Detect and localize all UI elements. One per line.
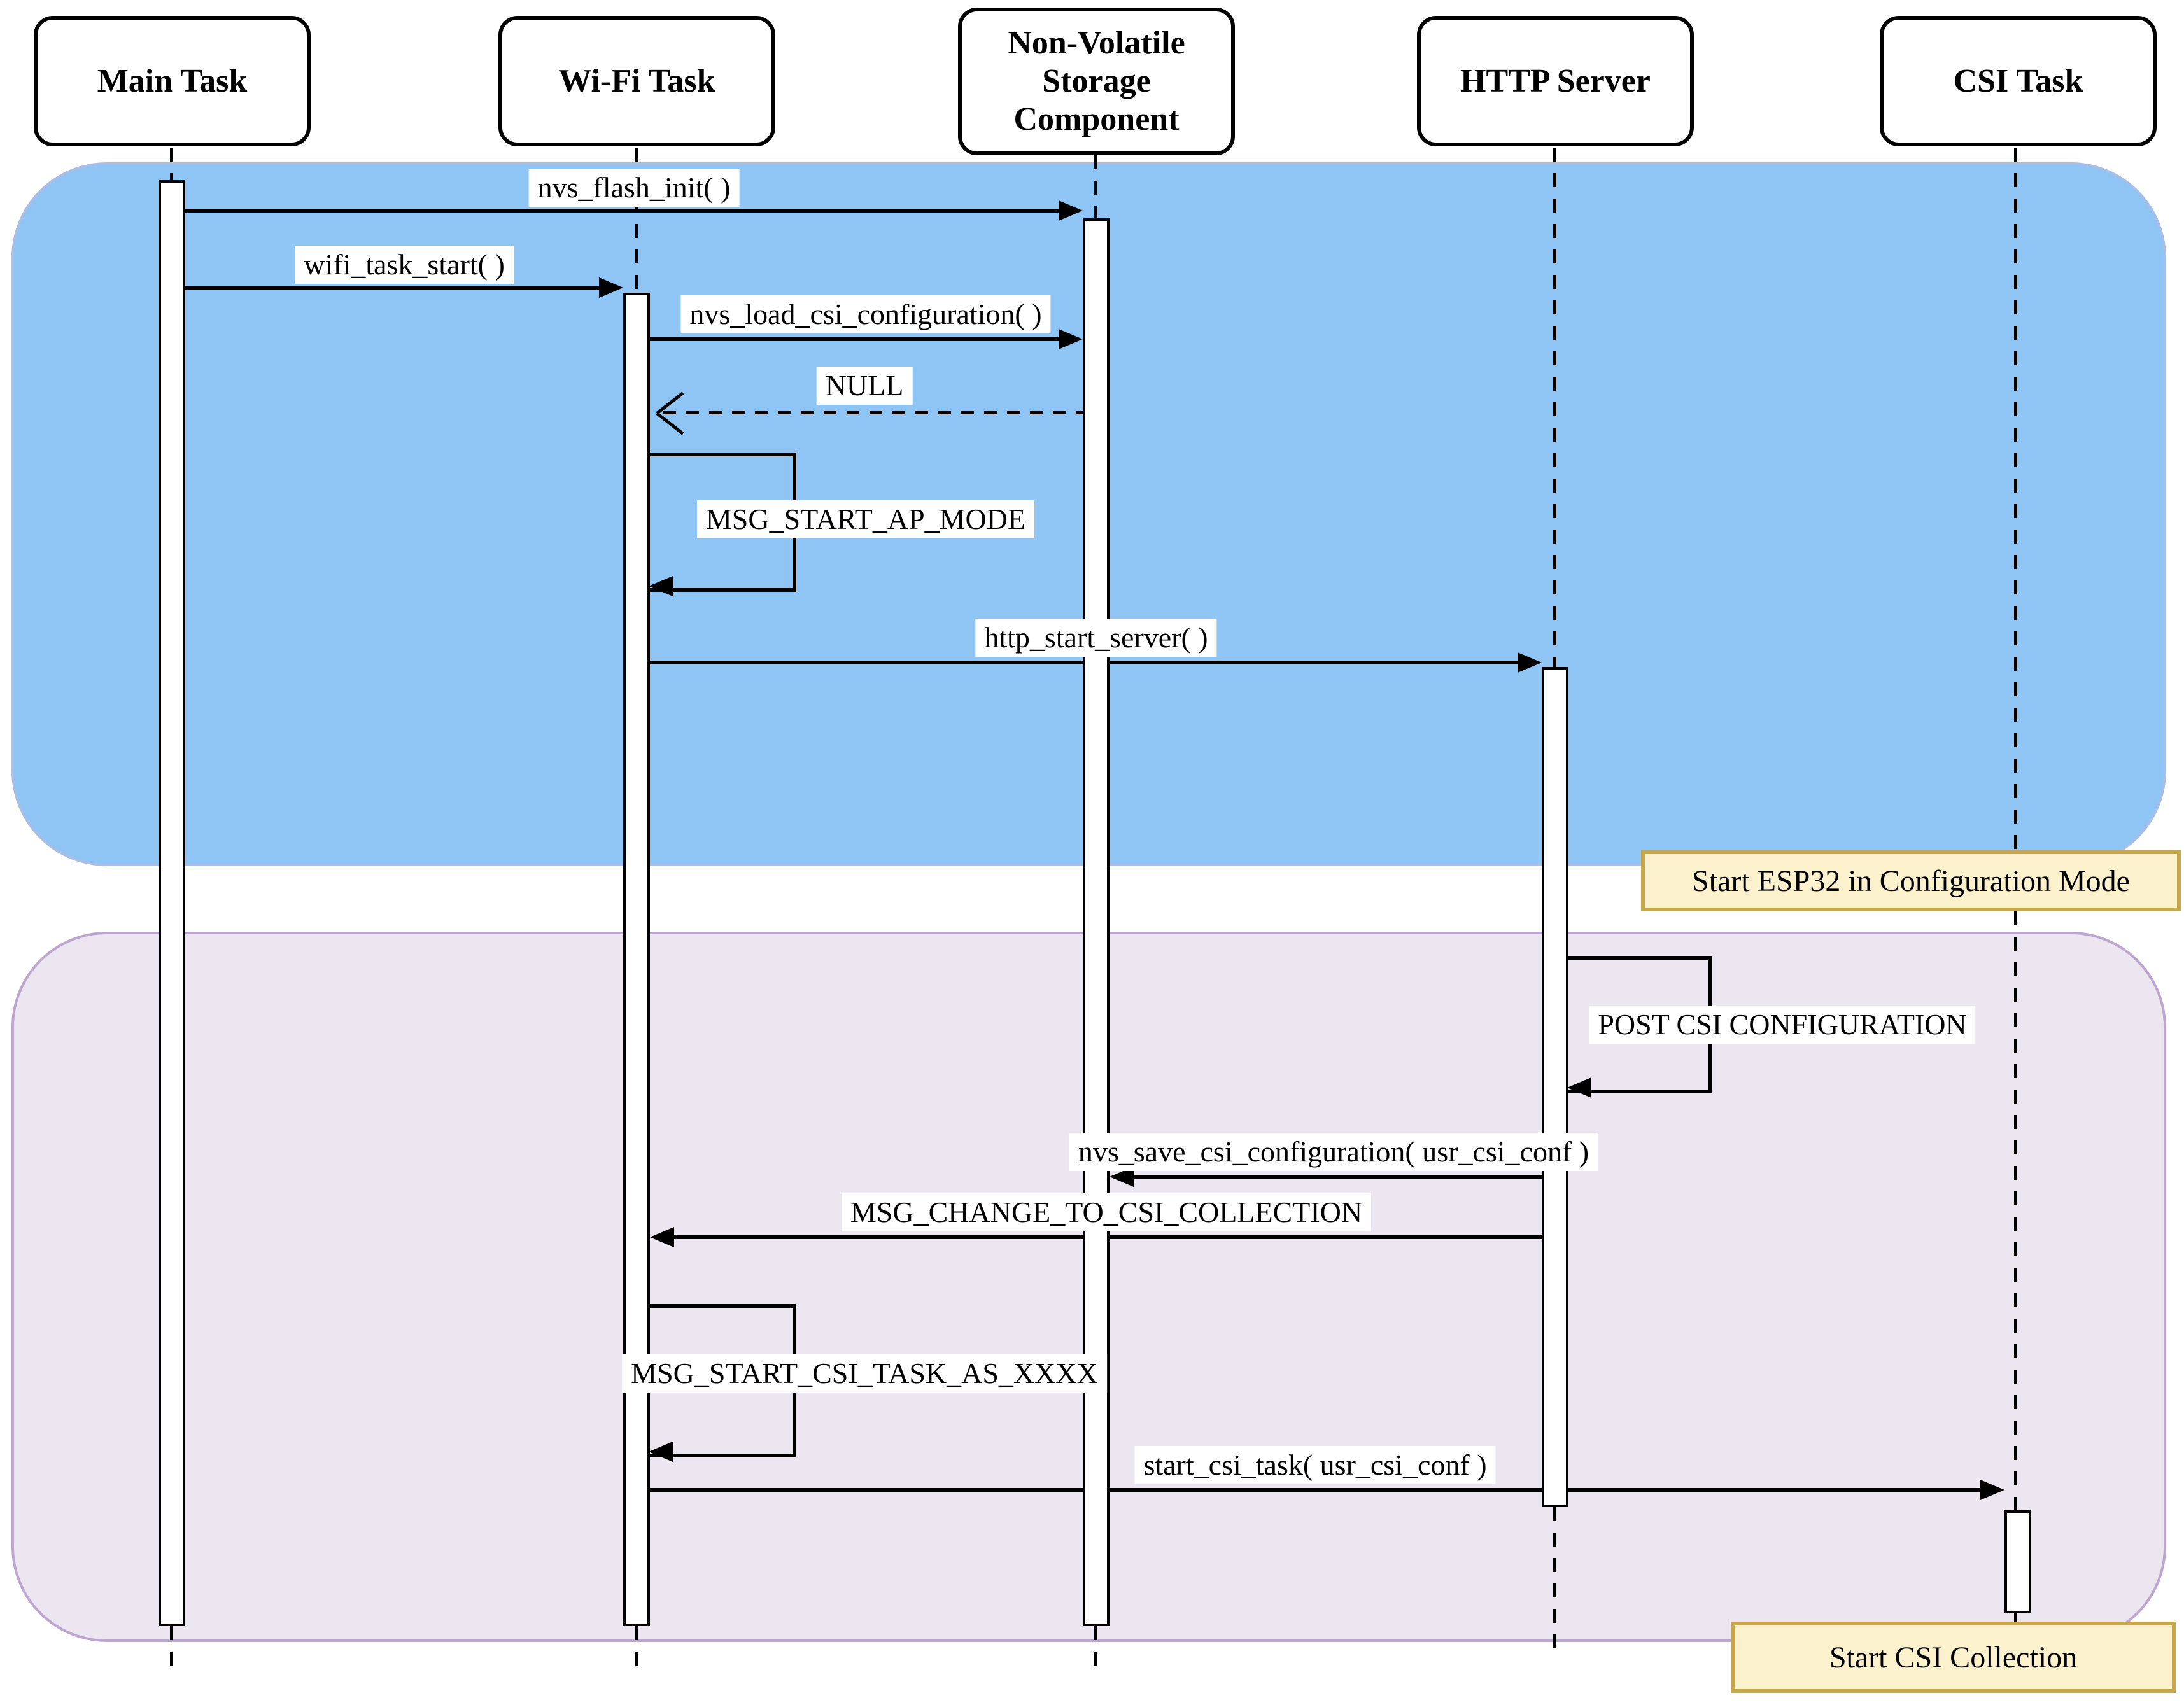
message-arrow-nvs-load-csi-configuration [650,329,1083,349]
arrowhead-icon [1059,329,1083,349]
lifeline-csi-task [2014,148,2017,1510]
arrowhead-icon [1518,652,1542,673]
note-start-csi-collection: Start CSI Collection [1731,1622,2176,1693]
message-arrow-start-csi-task [650,1480,2004,1500]
arrowhead-icon [650,1227,674,1247]
message-label: MSG_START_AP_MODE [696,500,1035,538]
arrowhead-icon [1980,1480,2004,1500]
actor-label: Wi-Fi Task [558,62,715,99]
actor-label: Non-Volatile Storage Component [1008,25,1185,137]
actor-csi-task: CSI Task [1880,16,2157,146]
lifeline-http-server [1553,148,1556,667]
message-label: nvs_load_csi_configuration( ) [680,295,1051,333]
arrowhead-icon [599,277,623,298]
message-label: start_csi_task( usr_csi_conf ) [1134,1446,1496,1484]
actor-main-task: Main Task [34,16,311,146]
lifeline-main-task [170,1626,173,1667]
message-arrow-null-return [656,391,1083,435]
message-label: MSG_START_CSI_TASK_AS_XXXX [622,1354,1107,1393]
lifeline-nvs [1094,155,1097,220]
message-label: wifi_task_start( ) [295,246,514,284]
actor-label: CSI Task [1953,62,2083,99]
actor-nvs-component: Non-Volatile Storage Component [958,8,1235,155]
message-arrow-nvs-flash-init [185,200,1083,221]
lifeline-wifi-task [635,1626,638,1667]
activation-wifi-task [623,293,650,1626]
note-label: Start CSI Collection [1829,1640,2078,1674]
message-label: nvs_flash_init( ) [528,169,740,207]
activation-csi-task [2004,1510,2031,1613]
message-label: http_start_server( ) [975,619,1217,657]
message-label: nvs_save_csi_configuration( usr_csi_conf… [1069,1133,1598,1171]
activation-main-task [159,180,185,1626]
activation-http-server [1542,667,1568,1507]
lifeline-main-task [170,148,173,181]
message-label: NULL [816,367,913,405]
message-arrow-wifi-task-start [185,277,623,298]
arrowhead-icon [1567,1077,1591,1098]
message-label: POST CSI CONFIGURATION [1589,1006,1976,1044]
message-label: MSG_CHANGE_TO_CSI_COLLECTION [841,1193,1372,1231]
arrowhead-icon [649,1442,673,1462]
arrowhead-icon [1059,200,1083,221]
note-start-esp32-configuration-mode: Start ESP32 in Configuration Mode [1641,850,2181,911]
actor-label: Main Task [97,62,248,99]
arrowhead-icon [649,576,673,596]
note-label: Start ESP32 in Configuration Mode [1692,864,2130,898]
activation-nvs [1083,218,1110,1626]
actor-label: HTTP Server [1460,62,1651,99]
lifeline-http-server [1553,1507,1556,1655]
lifeline-nvs [1094,1626,1097,1667]
message-arrow-nvs-save-csi-configuration [1110,1167,1542,1187]
actor-wifi-task: Wi-Fi Task [498,16,775,146]
lifeline-wifi-task [635,148,638,293]
actor-http-server: HTTP Server [1417,16,1694,146]
